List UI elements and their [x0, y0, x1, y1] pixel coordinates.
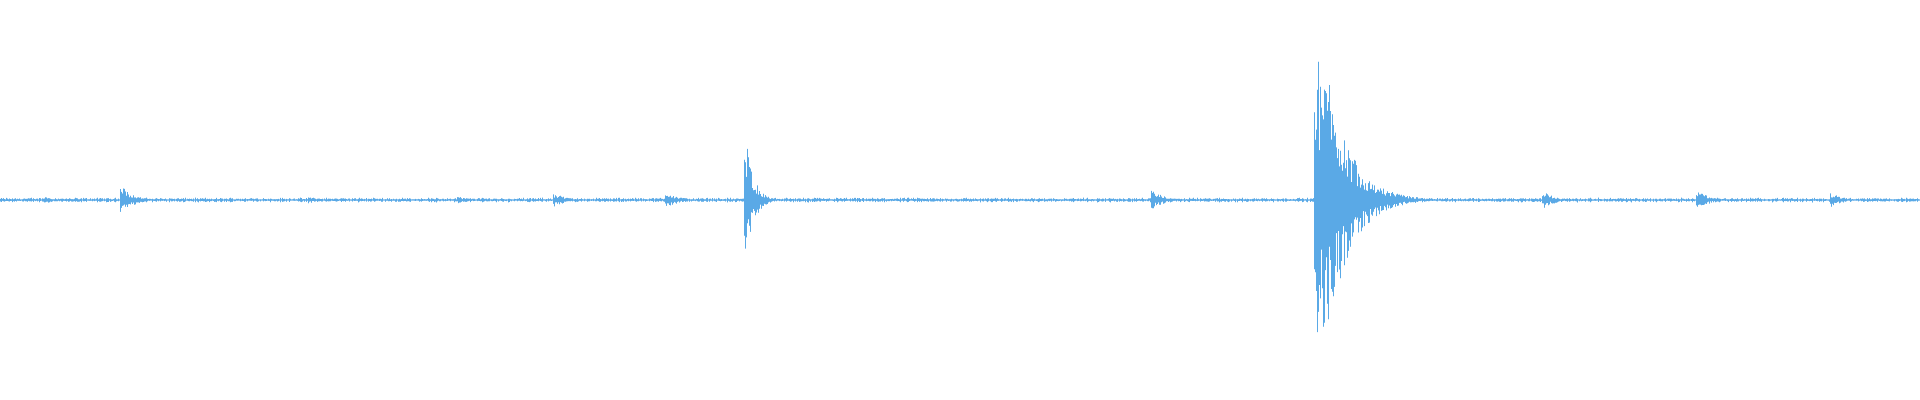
waveform-path [0, 61, 1920, 333]
